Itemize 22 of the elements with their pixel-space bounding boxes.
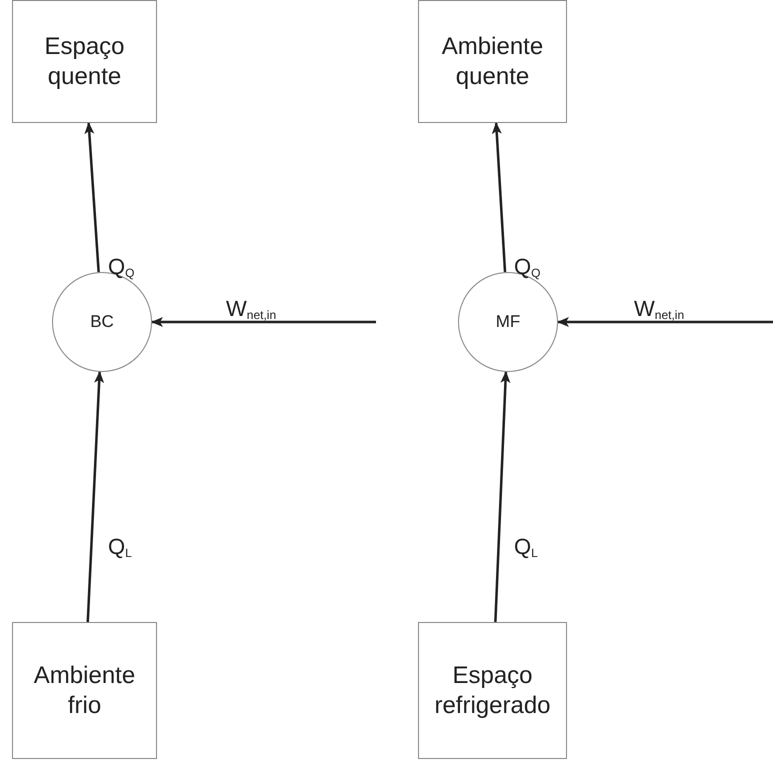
node-label: Ambiente frio [32, 660, 136, 720]
process-box [12, 622, 157, 759]
arrow [557, 317, 773, 327]
arrow [492, 122, 506, 272]
arrow [86, 370, 104, 622]
process-box [418, 622, 567, 759]
edge-label: Q$_{L}$ [514, 533, 538, 562]
node-label: BC [90, 311, 114, 334]
arrow [494, 370, 510, 622]
arrow [84, 122, 100, 272]
process-box [12, 0, 157, 123]
arrow [151, 317, 376, 327]
process-box [418, 0, 567, 123]
node-label: Ambiente quente [440, 32, 544, 92]
edge-label: Q$_{Q}$ [108, 253, 134, 282]
edge-label: Q$_{Q}$ [514, 253, 540, 282]
edge-label: W$_{net,in}$ [634, 295, 684, 324]
edge-label: Q$_{L}$ [108, 533, 132, 562]
node-label: MF [496, 311, 520, 334]
node-label: Espaço quente [43, 32, 126, 92]
edge-label: W$_{net,in}$ [226, 295, 276, 324]
node-label: Espaço refrigerado [433, 660, 552, 720]
